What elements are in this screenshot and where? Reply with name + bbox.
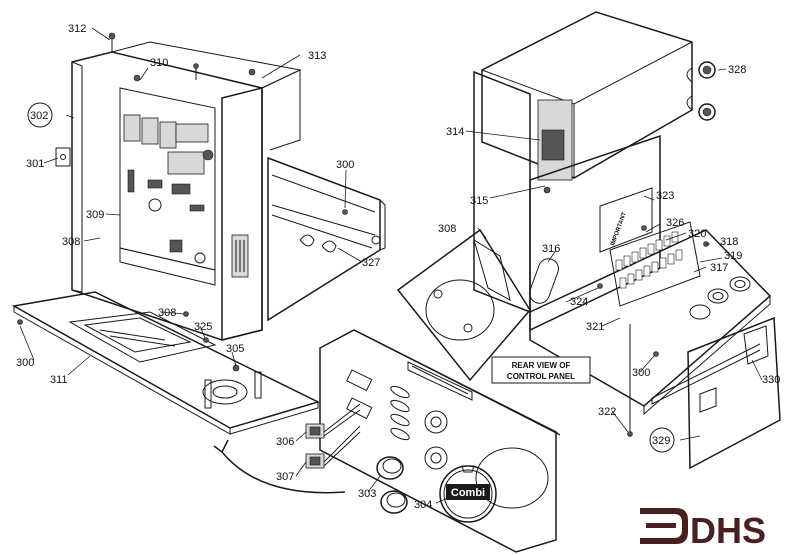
control-panel-front [319, 329, 561, 553]
label-324: 324 [570, 296, 588, 308]
label-317: 317 [710, 262, 728, 274]
label-326: 326 [666, 217, 684, 229]
label-300-c: 300 [632, 367, 650, 379]
label-315: 315 [470, 195, 488, 207]
combi-badge-text: Combi [451, 487, 485, 499]
label-303: 303 [358, 488, 376, 500]
dhs-logo: DHS [640, 508, 766, 551]
label-300-a: 300 [336, 159, 354, 171]
label-313: 313 [308, 50, 326, 62]
label-308-c: 308 [438, 223, 456, 235]
combi-dial: Combi [439, 465, 497, 523]
label-320: 320 [688, 228, 706, 240]
label-312: 312 [68, 23, 86, 35]
leader-lines [19, 27, 763, 504]
label-304: 304 [414, 499, 432, 511]
part-number-labels: 312 310 313 302 301 300 309 308 327 308 … [16, 23, 780, 511]
rear-view-callout: REAR VIEW OF CONTROL PANEL [491, 356, 591, 384]
important-plate-text: IMPORTANT [610, 211, 628, 246]
dhs-logo-mark [640, 508, 688, 544]
label-323: 323 [656, 190, 674, 202]
control-knobs [376, 456, 408, 514]
label-325: 325 [194, 321, 212, 333]
terminal-block [609, 221, 701, 307]
label-329: 329 [652, 435, 670, 447]
label-318: 318 [720, 236, 738, 248]
left-housing-assembly [55, 32, 302, 341]
base-rail-assembly [267, 156, 386, 322]
label-322: 322 [598, 406, 616, 418]
callout-line-2: CONTROL PANEL [507, 372, 575, 381]
label-302: 302 [30, 110, 48, 122]
front-cover-plates [651, 316, 781, 470]
label-330: 330 [762, 374, 780, 386]
label-311: 311 [50, 374, 68, 386]
callout-line-1: REAR VIEW OF [512, 361, 571, 370]
label-307: 307 [276, 471, 294, 483]
label-314: 314 [446, 126, 464, 138]
label-301: 301 [26, 158, 44, 170]
label-316: 316 [542, 243, 560, 255]
label-306: 306 [276, 436, 294, 448]
label-308-a: 308 [62, 236, 80, 248]
label-319: 319 [724, 250, 742, 262]
label-328: 328 [728, 64, 746, 76]
label-308-b: 308 [158, 307, 176, 319]
assembly-arrow [221, 451, 346, 494]
label-321: 321 [586, 321, 604, 333]
label-305: 305 [226, 343, 244, 355]
dhs-logo-text: DHS [690, 510, 766, 551]
control-panel-rear [396, 228, 531, 382]
rocker-switches [305, 403, 361, 469]
label-300-b: 300 [16, 357, 34, 369]
label-310: 310 [150, 57, 168, 69]
label-309: 309 [86, 209, 104, 221]
label-327: 327 [362, 257, 380, 269]
